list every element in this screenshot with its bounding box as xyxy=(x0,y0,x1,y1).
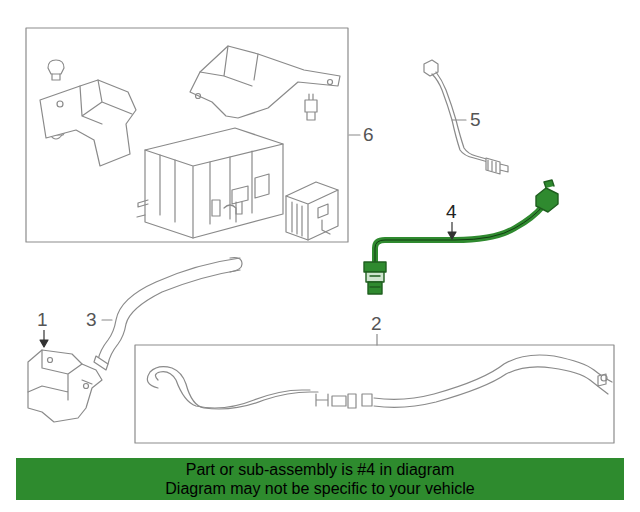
callout-number: 5 xyxy=(469,110,482,130)
notice-text: Part or sub-assembly is #4 in diagram xyxy=(186,460,455,479)
callout-number: 6 xyxy=(362,125,375,145)
callout-number: 4 xyxy=(445,202,458,222)
notice-banner: Part or sub-assembly is #4 in diagramDia… xyxy=(16,458,624,500)
notice-text: Diagram may not be specific to your vehi… xyxy=(165,479,474,498)
callout-number: 2 xyxy=(370,314,383,334)
callout-number: 3 xyxy=(85,310,98,330)
callout-number: 1 xyxy=(36,310,49,330)
